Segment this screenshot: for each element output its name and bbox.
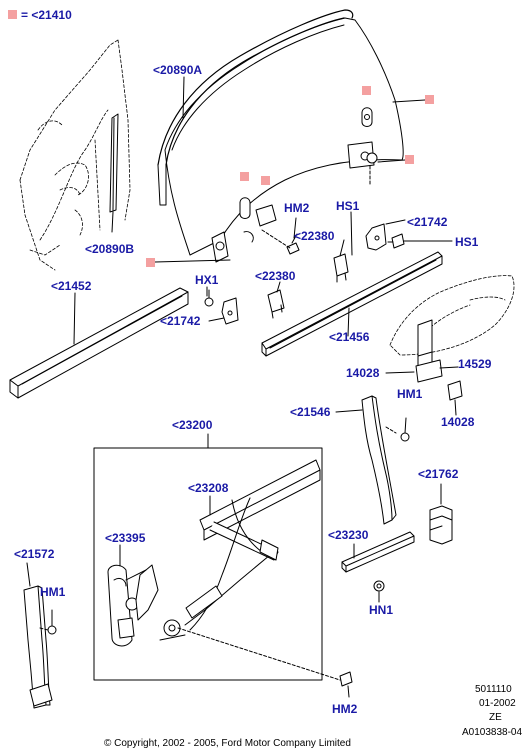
bolt-hm2-top bbox=[286, 233, 300, 255]
label-21572: <21572 bbox=[14, 547, 55, 561]
bracket-21742-upper bbox=[365, 223, 387, 251]
glass-clip-mid bbox=[255, 204, 277, 227]
label-hn1: HN1 bbox=[369, 603, 394, 617]
label-hs1-a: HS1 bbox=[336, 199, 360, 213]
label-14028-a: 14028 bbox=[346, 366, 380, 380]
door-frame-outline bbox=[19, 39, 131, 271]
block-21762 bbox=[429, 505, 453, 545]
leader-hs1-a bbox=[350, 211, 353, 256]
bolt-hm1-left bbox=[47, 609, 57, 635]
legend-equals: = bbox=[21, 8, 29, 22]
label-23200: <23200 bbox=[172, 418, 213, 432]
label-14028-b: 14028 bbox=[441, 415, 475, 429]
marker-square-6 bbox=[146, 258, 155, 267]
marker-square-2 bbox=[425, 95, 434, 104]
bolt-hm1-right bbox=[400, 417, 410, 442]
window-regulator-23200 bbox=[159, 459, 321, 641]
label-21456: <21456 bbox=[329, 330, 370, 344]
leader-14028-a bbox=[385, 371, 415, 374]
handle-bracket-14529 bbox=[417, 319, 433, 369]
label-21742-lower: <21742 bbox=[160, 314, 201, 328]
glass-clamp-lower-left bbox=[211, 231, 229, 263]
legend-text: = <21410 bbox=[21, 8, 72, 22]
legend-code: <21410 bbox=[31, 8, 72, 22]
belt-weatherstrip-21452 bbox=[9, 287, 189, 399]
label-22380-upper: <22380 bbox=[294, 229, 335, 243]
leader-22380-lower bbox=[276, 281, 281, 293]
rear-run-channel-21546 bbox=[361, 395, 397, 525]
bracket-21742-lower bbox=[221, 297, 239, 325]
label-14529: 14529 bbox=[458, 357, 492, 371]
marker-square-4 bbox=[240, 172, 249, 181]
channel-23230 bbox=[341, 531, 415, 573]
marker-square-3 bbox=[405, 155, 414, 164]
glass-clip-top bbox=[361, 107, 373, 127]
glass-hole bbox=[243, 231, 254, 243]
screw-hx1 bbox=[204, 289, 214, 307]
label-hx1: HX1 bbox=[195, 273, 219, 287]
marker-square-1 bbox=[362, 86, 371, 95]
marker-square-5 bbox=[261, 176, 270, 185]
ref-number: 5011110 bbox=[475, 684, 512, 695]
clip-22380-upper bbox=[333, 253, 349, 283]
label-hm1-left: HM1 bbox=[40, 585, 66, 599]
ref-drawing-id: A0103838-04 bbox=[462, 727, 523, 738]
clip-14028-upper bbox=[415, 359, 443, 383]
motor-23395 bbox=[107, 564, 159, 647]
glass-run-seal-20890a bbox=[157, 9, 354, 206]
label-22380-lower: <22380 bbox=[255, 269, 296, 283]
label-hs1-b: HS1 bbox=[455, 235, 479, 249]
leader-21572 bbox=[26, 562, 31, 587]
leader-21742-upper bbox=[385, 219, 406, 225]
leader-21546 bbox=[335, 409, 363, 413]
door-glass bbox=[164, 17, 404, 256]
bolt-hm2-bottom bbox=[339, 671, 353, 698]
screw-hs1 bbox=[387, 233, 405, 249]
label-21762: <21762 bbox=[418, 467, 459, 481]
label-23395: <23395 bbox=[105, 531, 146, 545]
leader-pink-left bbox=[154, 259, 231, 263]
leader-14529 bbox=[439, 366, 459, 369]
clip-22380-lower bbox=[267, 289, 285, 319]
leader-pink-right bbox=[392, 99, 426, 103]
leader-21452 bbox=[73, 292, 76, 345]
pillar-seal-20890b bbox=[109, 113, 119, 213]
door-trim-handle-outline bbox=[389, 275, 515, 356]
leader-20890a bbox=[182, 76, 185, 119]
label-hm2-top: HM2 bbox=[284, 201, 310, 215]
front-run-channel-21572 bbox=[23, 585, 53, 709]
label-23208: <23208 bbox=[188, 481, 229, 495]
ref-code: ZE bbox=[489, 712, 502, 723]
label-21546: <21546 bbox=[290, 405, 331, 419]
leader-22380-upper bbox=[339, 239, 345, 257]
leader-21456 bbox=[347, 307, 350, 337]
label-20890a: <20890A bbox=[153, 63, 203, 77]
leader-21742-lower bbox=[208, 317, 225, 322]
ref-date: 01-2002 bbox=[479, 698, 516, 709]
glass-clamp-right bbox=[347, 141, 378, 169]
nut-hn1 bbox=[373, 580, 385, 592]
leader-hm2-top bbox=[293, 217, 297, 239]
leader-pink-lower bbox=[377, 159, 406, 163]
leader-20890b bbox=[111, 211, 114, 233]
clip-14028-lower bbox=[447, 380, 463, 401]
copyright-text: © Copyright, 2002 - 2005, Ford Motor Com… bbox=[104, 738, 351, 749]
inner-belt-strip-21456 bbox=[261, 251, 443, 357]
legend-swatch bbox=[8, 10, 17, 19]
label-21452: <21452 bbox=[51, 279, 92, 293]
label-hm2-bottom: HM2 bbox=[332, 702, 358, 716]
label-20890b: <20890B bbox=[85, 242, 135, 256]
label-hm1-right: HM1 bbox=[397, 387, 423, 401]
label-21742-upper: <21742 bbox=[407, 215, 448, 229]
glass-clip-left bbox=[239, 197, 251, 219]
leader-14028-b bbox=[454, 399, 457, 416]
label-23230: <23230 bbox=[328, 528, 369, 542]
